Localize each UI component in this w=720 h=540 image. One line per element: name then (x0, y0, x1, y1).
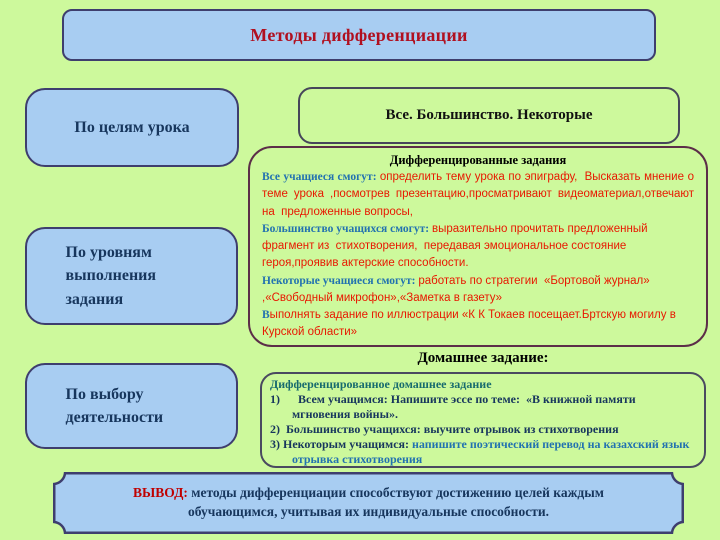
page-title: Методы дифференциации (250, 24, 468, 45)
conclusion-label: ВЫВОД: (133, 485, 188, 501)
conclusion-body: методы дифференциации способствуют дости… (187, 485, 604, 519)
method-box-levels-label: По уровням выполнения задания (65, 244, 157, 308)
all-most-some-box: Все. Большинство. Некоторые (298, 87, 680, 144)
homework-item-3: 3) Некоторым учащимся: напишите поэтичес… (270, 437, 693, 466)
homework-item-2: 2) Большинство учащихся: выучите отрывок… (270, 422, 619, 436)
tasks-paragraph-most: Большинство учащихся смогут: выразительн… (262, 222, 651, 270)
all-most-some-label: Все. Большинство. Некоторые (385, 107, 593, 123)
conclusion-plaque: ВЫВОД: методы дифференциации способствую… (53, 472, 684, 534)
tasks-paragraph-some: Некоторые учащиеся смогут: работать по с… (262, 274, 653, 304)
method-box-activity-choice: По выбору деятельности (25, 363, 238, 449)
conclusion-text: ВЫВОД: методы дифференциации способствую… (53, 472, 684, 534)
plaque-shape (53, 472, 684, 534)
method-box-goals: По целям урока (25, 88, 239, 167)
title-box: Методы дифференциации (62, 9, 656, 61)
method-box-activity-choice-label: По выбору деятельности (65, 385, 164, 426)
method-box-levels: По уровням выполнения задания (25, 227, 238, 325)
homework-heading: Домашнее задание: (417, 350, 549, 366)
method-box-goals-label: По целям урока (74, 118, 190, 136)
homework-box-title: Дифференцированное домашнее задание (270, 377, 492, 391)
homework-item-1: 1) Всем учащимся: Напишите эссе по теме:… (270, 392, 639, 421)
differentiated-tasks-box: Дифференцированные задания Все учащиеся … (248, 146, 708, 347)
homework-box: Дифференцированное домашнее задание 1) В… (260, 372, 706, 468)
tasks-heading: Дифференцированные задания (389, 153, 567, 167)
tasks-paragraph-illustration: Выполнять задание по иллюстрации «К К То… (262, 309, 680, 339)
tasks-paragraph-all: Все учащиеся смогут: определить тему уро… (262, 171, 698, 218)
